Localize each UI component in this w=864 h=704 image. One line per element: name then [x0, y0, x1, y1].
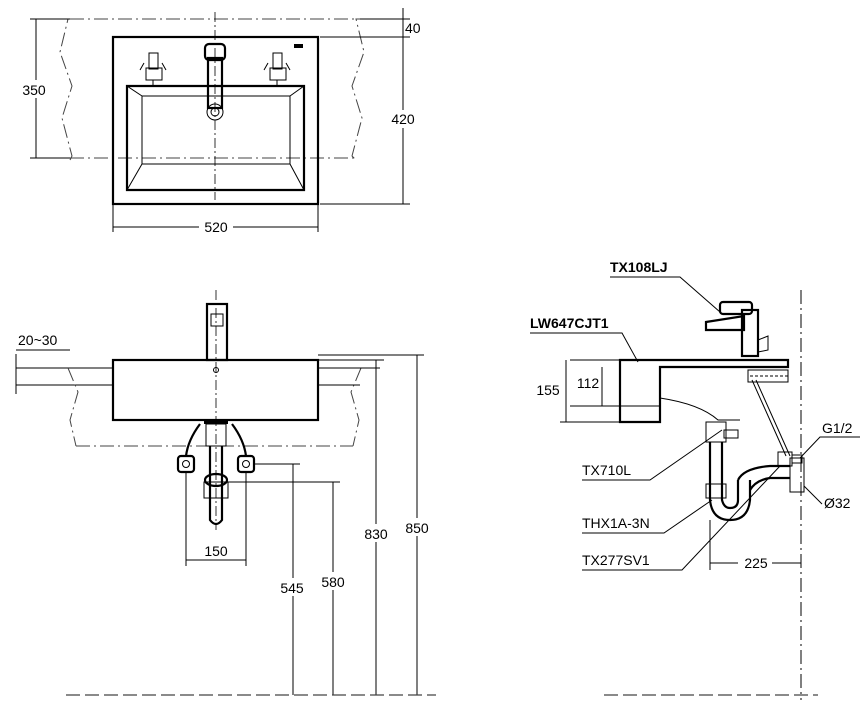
dim-155: 155 — [536, 382, 560, 398]
dim-20-30: 20~30 — [18, 332, 58, 348]
label-lw647cjt1: LW647CJT1 — [530, 315, 609, 331]
dim-520: 520 — [204, 219, 228, 235]
top-view: 350 40 420 520 — [18, 8, 421, 236]
side-view: 155 112 TX108LJ LW647CJT1 TX710L THX1A-3… — [530, 259, 860, 700]
side-hose — [751, 379, 787, 457]
label-tx277sv1: TX277SV1 — [582, 552, 650, 568]
side-faucet — [704, 300, 769, 358]
top-faucet — [203, 42, 227, 121]
dim-420: 420 — [391, 111, 415, 127]
top-basin-outer — [111, 35, 320, 206]
dim-40: 40 — [405, 20, 421, 36]
label-g1-2: G1/2 — [822, 420, 853, 436]
top-basin-bowl — [125, 84, 306, 192]
top-basin-inner — [141, 95, 291, 165]
logo-mark — [294, 44, 303, 48]
front-valve-right — [236, 454, 256, 474]
label-tx108lj: TX108LJ — [610, 259, 668, 275]
dim-225: 225 — [744, 555, 768, 571]
front-wall-right — [350, 367, 362, 447]
top-wall-left — [58, 18, 73, 161]
dim-112: 112 — [577, 375, 600, 391]
top-valve-right — [263, 52, 291, 86]
front-view: 20~30 150 — [15, 290, 436, 696]
top-wall-right — [351, 18, 368, 161]
side-stop-valve — [777, 451, 803, 467]
dim-350: 350 — [22, 82, 46, 98]
front-wall-left — [67, 367, 79, 447]
dim-580: 580 — [321, 574, 345, 590]
front-basin — [111, 358, 320, 422]
label-tx710l: TX710L — [582, 462, 631, 478]
dim-545: 545 — [280, 580, 304, 596]
front-faucet-body — [205, 302, 229, 362]
top-valve-left — [139, 52, 167, 86]
front-trap — [203, 420, 229, 526]
side-basin — [618, 358, 790, 424]
front-valve-left — [176, 454, 196, 474]
front-hose-left — [184, 423, 201, 457]
dim-830: 830 — [364, 526, 388, 542]
label-o32: Ø32 — [824, 495, 851, 511]
label-thx1a-3n: THX1A-3N — [582, 515, 650, 531]
front-hose-right — [231, 423, 248, 457]
dim-150: 150 — [204, 543, 228, 559]
dim-850: 850 — [405, 520, 429, 536]
side-drain — [705, 421, 805, 522]
